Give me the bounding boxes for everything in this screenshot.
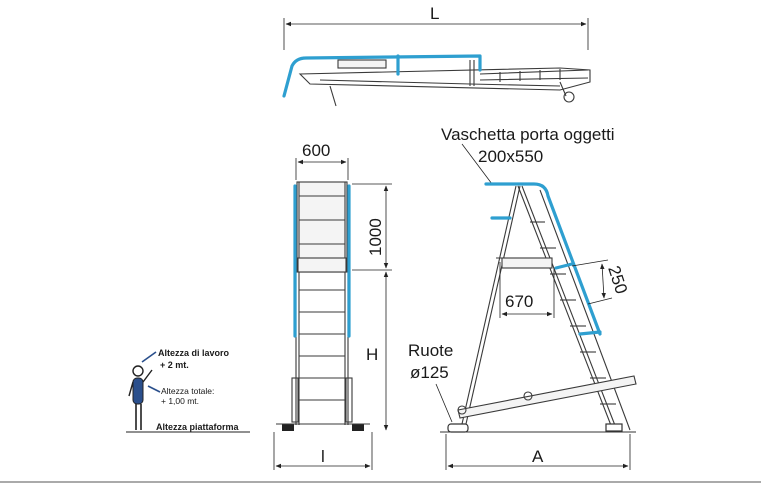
- working-height-title: Altezza di lavoro: [158, 348, 230, 358]
- label-tray-size: 200x550: [478, 147, 543, 166]
- dimension-label-A: A: [532, 447, 544, 466]
- total-height-title: Altezza totale:: [161, 386, 214, 396]
- leader-tray: [461, 143, 493, 185]
- height-legend: Altezza di lavoro + 2 mt. Altezza totale…: [126, 348, 250, 433]
- dimension-label-670: 670: [505, 292, 533, 311]
- total-height-value: + 1,00 mt.: [161, 396, 199, 406]
- side-view-ladder: Vaschetta porta oggetti 200x550: [408, 125, 637, 470]
- label-wheels: Ruote: [408, 341, 453, 360]
- dimension-label-1000: 1000: [366, 218, 385, 256]
- handrail-side-view: [484, 182, 602, 336]
- handrail-top-view: [282, 54, 482, 98]
- wheel-bar: [457, 375, 637, 419]
- dimension-label-H: H: [366, 345, 378, 364]
- front-view-ladder: 600 1000 H: [273, 141, 392, 470]
- person-figure-icon: [128, 365, 153, 430]
- dimension-label-L: L: [430, 4, 439, 23]
- dimension-label-250: 250: [604, 263, 631, 296]
- dimension-line-250: [600, 263, 606, 299]
- leader-wheels: [435, 383, 453, 423]
- dimension-label-l: l: [321, 447, 325, 466]
- top-view-folded-ladder: L: [282, 4, 591, 107]
- arrow-total-height: [147, 385, 161, 393]
- dimension-label-600: 600: [302, 141, 330, 160]
- label-wheel-diameter: ø125: [410, 363, 449, 382]
- working-height-value: + 2 mt.: [160, 360, 189, 370]
- label-tray: Vaschetta porta oggetti: [441, 125, 615, 144]
- arrow-working-height: [141, 351, 157, 363]
- platform-height-label: Altezza piattaforma: [156, 422, 240, 432]
